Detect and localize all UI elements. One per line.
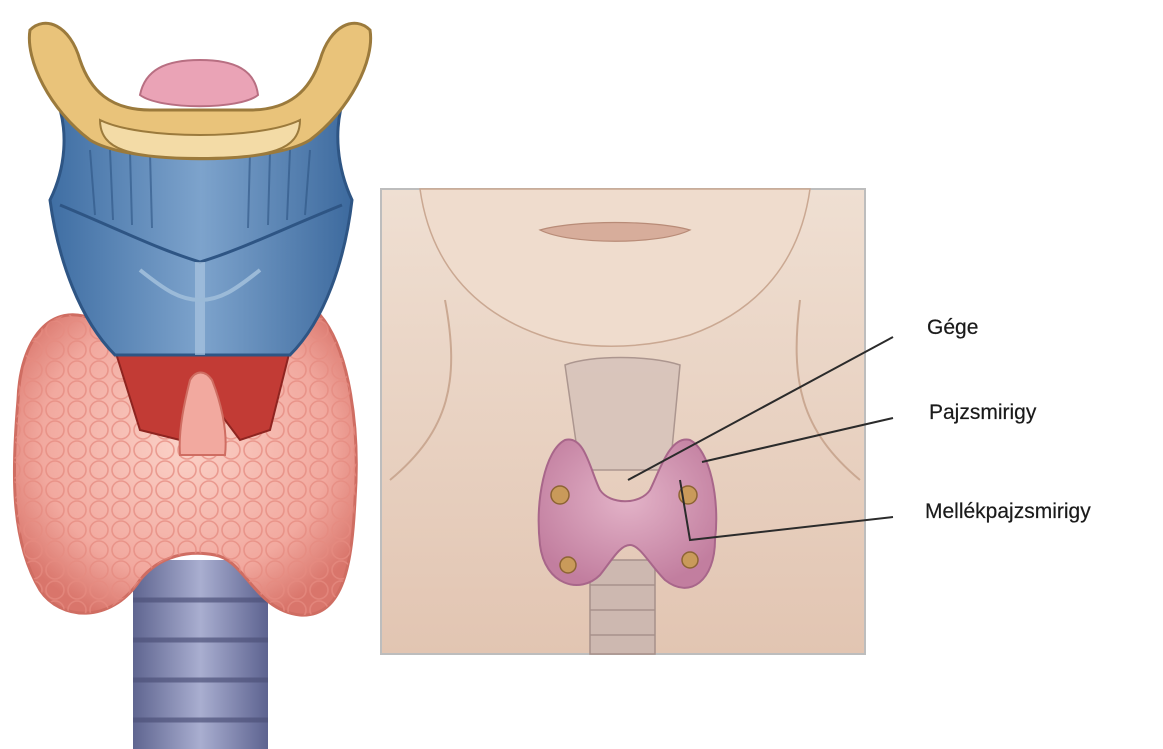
epiglottis	[140, 60, 258, 106]
larynx-thyroid-model	[14, 23, 370, 749]
parathyroid-gland	[560, 557, 576, 573]
label-thyroid: Pajzsmirigy	[929, 401, 1036, 425]
label-larynx: Gége	[927, 316, 978, 340]
neck-inset	[381, 189, 865, 654]
parathyroid-gland	[682, 552, 698, 568]
trachea	[133, 560, 268, 749]
parathyroid-gland	[551, 486, 569, 504]
label-parathyroid: Mellékpajzsmirigy	[925, 500, 1091, 524]
